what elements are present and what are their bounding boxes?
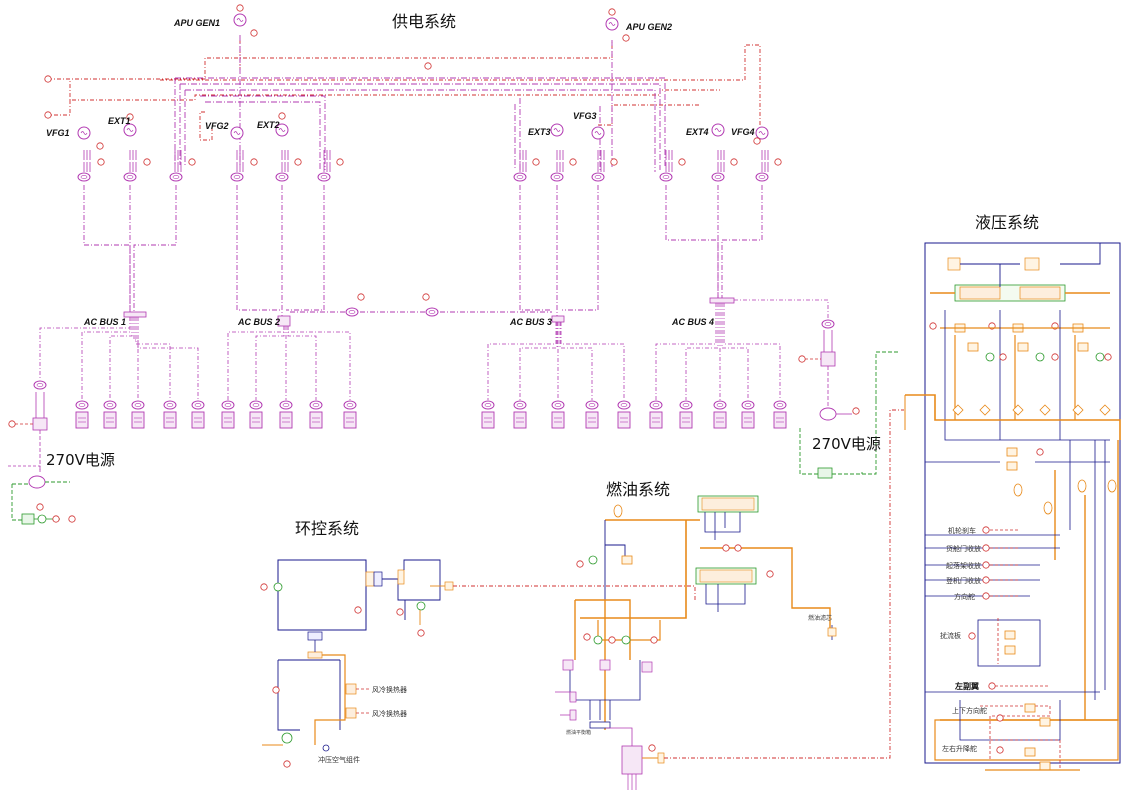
vfg4-label: VFG4 [731, 127, 755, 137]
power-system-title: 供电系统 [392, 12, 456, 31]
ext4-label: EXT4 [686, 127, 709, 137]
fuel-balance-label: 燃油平衡箱 [566, 729, 591, 736]
ecs-system-title: 环控系统 [295, 519, 359, 538]
apu-gen1-label: APU GEN1 [173, 18, 220, 28]
ext3-label: EXT3 [528, 127, 551, 137]
fuel-filter-label: 燃油滤芯 [808, 614, 832, 622]
hyd-label-3: 起落架收放 [946, 561, 981, 570]
hyd-label-4: 登机门收放 [946, 576, 981, 585]
ac-bus3-label: AC BUS 3 [509, 317, 552, 327]
dc-270v-left [8, 465, 76, 525]
vfg2-icon [230, 126, 244, 140]
ext1-label: EXT1 [108, 116, 131, 126]
right-270v-label: 270V电源 [812, 435, 881, 453]
power-system: 供电系统 [8, 4, 900, 525]
hyd-label-6: 扰流板 [940, 631, 961, 640]
vfg4-icon [755, 126, 769, 140]
ecs-system: 环控系统 风冷换热器 风冷换热器 冲压空气组件 [260, 519, 696, 768]
vfg3-icon [591, 126, 605, 140]
converter-left [8, 380, 48, 470]
left-270v-label: 270V电源 [46, 451, 115, 469]
hyd-label-2: 货舱门收放 [946, 544, 981, 553]
ext4-icon [711, 123, 725, 137]
apu-gen2-label: APU GEN2 [625, 22, 672, 32]
vfg2-label: VFG2 [205, 121, 229, 131]
vfg3-label: VFG3 [573, 111, 597, 121]
ac-bus2-label: AC BUS 2 [237, 317, 280, 327]
ac-bus4-label: AC BUS 4 [671, 317, 714, 327]
vfg1-icon [77, 126, 91, 140]
vfg1-label: VFG1 [46, 128, 70, 138]
hydraulic-system-title: 液压系统 [975, 213, 1039, 232]
fuel-system: 燃油系统 燃油滤芯 [555, 409, 904, 790]
ext2-label: EXT2 [257, 120, 280, 130]
ext3-icon [550, 123, 564, 137]
ecs-fan2-label: 风冷换热器 [372, 709, 407, 718]
fuel-system-title: 燃油系统 [606, 480, 670, 499]
apu-gen2-icon [605, 17, 619, 31]
hyd-label-7: 左副翼 [954, 681, 979, 691]
ecs-fan1-label: 风冷换热器 [372, 685, 407, 694]
hyd-label-8: 上下方向舵 [952, 706, 987, 715]
hydraulic-system: 液压系统 [904, 213, 1121, 771]
ac-loads [75, 400, 787, 429]
converter-right [798, 319, 900, 479]
ecs-bottom-label: 冲压空气组件 [318, 755, 360, 764]
hyd-label-5: 方向舵 [954, 592, 975, 601]
apu-gen1-icon [233, 13, 247, 27]
hyd-label-9: 左右升降舵 [942, 744, 977, 753]
hyd-label-1: 机轮刹车 [948, 526, 976, 535]
ac-bus1-label: AC BUS 1 [83, 317, 126, 327]
